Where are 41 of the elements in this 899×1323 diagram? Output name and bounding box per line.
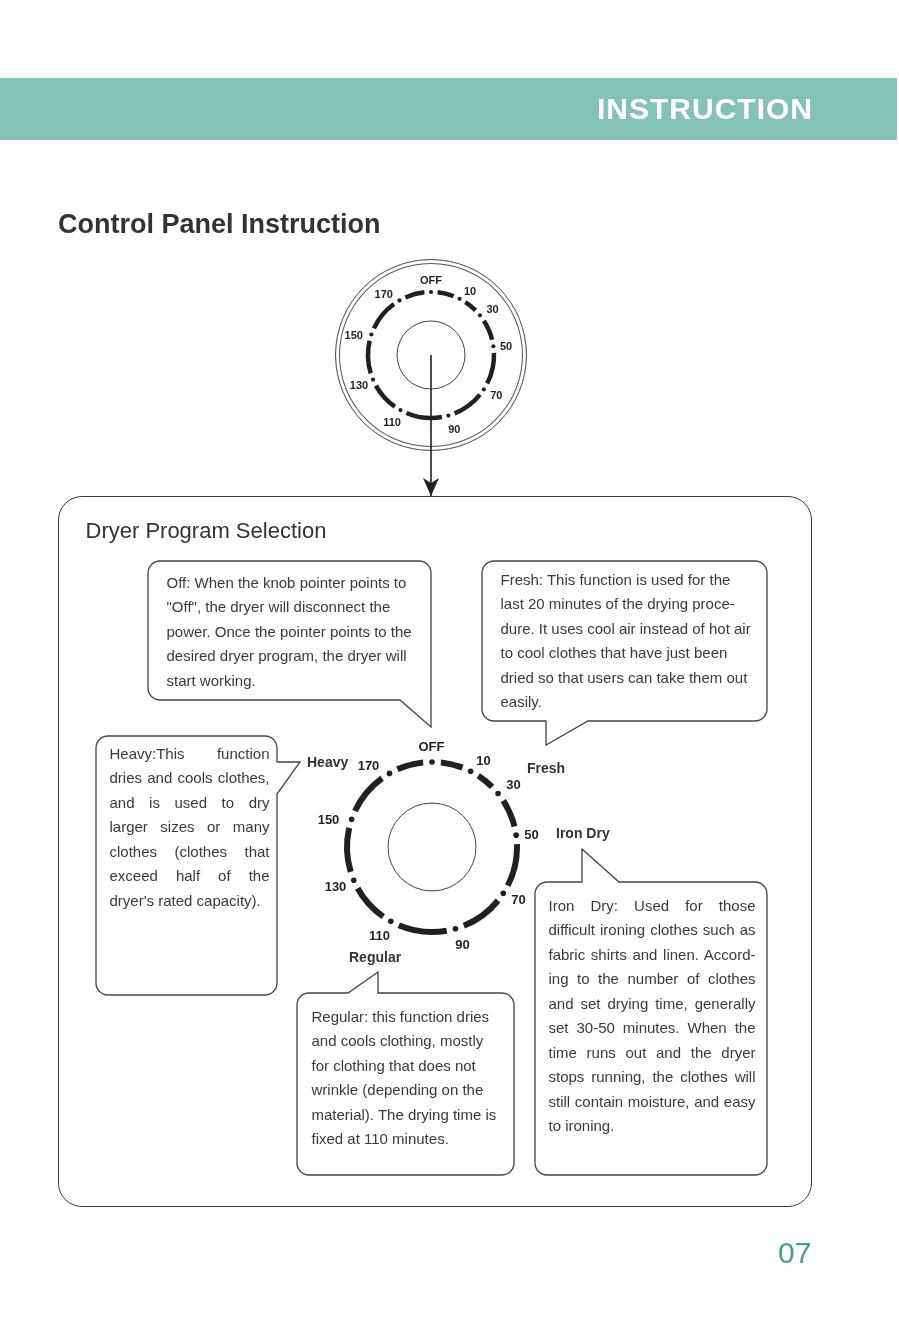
dial-number: 150 xyxy=(317,812,340,827)
dial-number: 30 xyxy=(506,777,521,792)
dial-number: 130 xyxy=(324,879,347,894)
callout-bubble xyxy=(480,559,768,746)
program-label: Iron Dry xyxy=(556,824,610,842)
timer-dial xyxy=(335,259,527,451)
callout-text: Off: When the knob pointer points to "Off", the dryer will disconnect the power. Once the pointer points to the desired dryer program, the dryer will start working. xyxy=(166,572,413,691)
dial-number: 110 xyxy=(383,415,401,428)
callout-bubble xyxy=(94,734,301,996)
callout-text: Regular: this function dries and cools clothing, mostly for clothing that does not wrinkle (depending on the material). The drying time is fixed at 110 minutes. xyxy=(311,1006,498,1149)
dial-number: 110 xyxy=(369,928,390,943)
dial-number: 90 xyxy=(455,937,470,952)
dial-number: 30 xyxy=(486,302,499,315)
dial-number: 10 xyxy=(463,284,477,297)
callout-bubble xyxy=(146,559,432,728)
dial-number: 150 xyxy=(344,328,363,341)
callout-text: Fresh: This function is used for the last 20 minutes of the drying proce-dure. It uses cool air instead of hot air to cool clothes that have just been dried so that users can take them out easily. xyxy=(500,569,752,712)
page-number: 07 xyxy=(778,1236,812,1270)
callout-bubble xyxy=(533,847,768,1176)
panel-heading: Dryer Program Selection xyxy=(85,517,327,544)
dial-number: 10 xyxy=(476,753,491,768)
dial-number: 90 xyxy=(448,422,461,435)
dial-number: 70 xyxy=(511,892,526,907)
callout-bubble xyxy=(295,970,515,1176)
dial-number: 130 xyxy=(349,378,369,392)
program-label: Heavy xyxy=(307,753,349,771)
dial-number: 170 xyxy=(357,758,380,773)
header-title: INSTRUCTION xyxy=(597,92,813,126)
page-title: Control Panel Instruction xyxy=(58,208,381,241)
arrow xyxy=(423,450,439,497)
program-panel xyxy=(58,496,812,1207)
dial-number: OFF xyxy=(420,273,442,287)
dial-number: OFF xyxy=(418,739,445,754)
program-label: Fresh xyxy=(527,759,566,777)
dial-number: 50 xyxy=(499,339,513,353)
callout-text: Heavy:This function dries and cools clothes, and is used to dry larger sizes or many clothes (clothes that exceed half of the dryer's rated capacity). xyxy=(109,743,270,911)
program-label: Regular xyxy=(349,948,402,966)
dial-number: 70 xyxy=(490,388,503,401)
callout-text: Iron Dry: Used for those difficult ironing clothes such as fabric shirts and linen. Accord-ing to the number of clothes and set drying time, generally set 30-50 minutes. When the time runs out and the dryer stops running, the clothes will still contain moisture, and easy to ironing. xyxy=(548,895,756,1136)
dial-number: 170 xyxy=(374,288,393,301)
dial-number: 50 xyxy=(524,827,539,842)
